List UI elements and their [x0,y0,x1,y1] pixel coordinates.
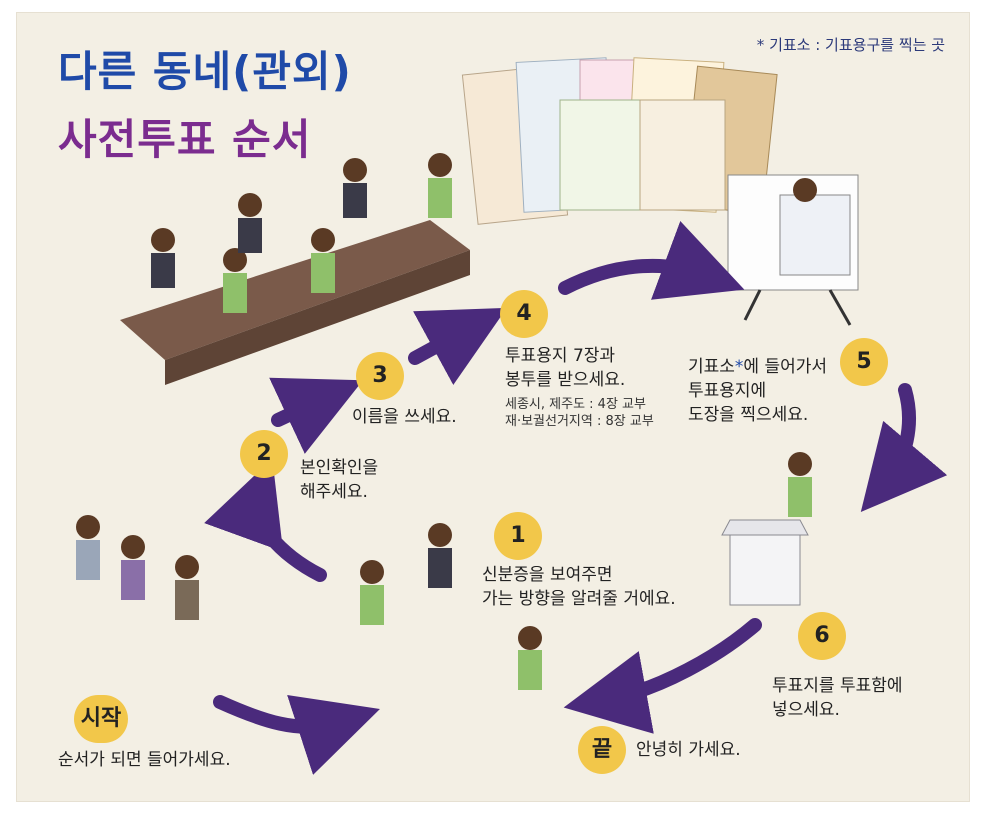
start-badge: 시작 [74,695,128,743]
flow-arrows [204,221,948,775]
step-2-line-1: 본인확인을 [300,458,379,478]
step-1-line-1: 신분증을 보여주면 [482,565,613,585]
title-line-1: 다른 동네(관외) [58,47,352,96]
arrow-3-to-4 [408,307,507,385]
step-2-badge: 2 [240,430,288,478]
ballot-box-illustration [721,519,809,606]
step-1-badge: 1 [494,512,542,560]
step-4-line-2: 봉투를 받으세요. [505,370,626,390]
arrow-5-to-6 [860,383,948,513]
step-4-sub-2: 재·보궐선거지역 : 8장 교부 [505,414,654,429]
arrow-1-to-2 [204,458,327,582]
step-3-badge: 3 [356,352,404,400]
step-4-badge: 4 [500,290,548,338]
people-illustration [76,153,812,690]
end-badge: 끝 [578,726,626,774]
arrow-4-to-5 [558,221,745,300]
step-2-line-2: 해주세요. [300,482,368,502]
step-1-line-2: 가는 방향을 알려줄 거에요. [482,589,676,609]
step-5-line-1: 기표소*에 들어가서 [688,357,828,377]
step-6-badge: 6 [798,612,846,660]
ballot-papers-illustration [461,57,778,225]
step-3-text: 이름을 쓰세요. [352,407,457,427]
booth-footnote: * 기표소 : 기표용구를 찍는 곳 [756,36,945,54]
step-4-line-1: 투표용지 7장과 [505,346,616,366]
step-5-line-3: 도장을 찍으세요. [688,405,809,425]
voting-booth-illustration [727,174,859,326]
end-text: 안녕히 가세요. [636,740,741,760]
step-4-sub-1: 세종시, 제주도 : 4장 교부 [505,397,646,412]
election-desk-illustration [120,220,470,385]
start-text: 순서가 되면 들어가세요. [58,750,231,770]
step-5-line-2: 투표용지에 [688,381,767,401]
title-line-2: 사전투표 순서 [58,115,312,164]
step-6-line-2: 넣으세요. [772,700,840,720]
arrow-start-to-1 [213,695,380,775]
arrow-2-to-3 [269,377,364,454]
arrow-6-to-end [563,618,762,734]
step-6-line-1: 투표지를 투표함에 [772,676,903,696]
step-5-badge: 5 [840,338,888,386]
